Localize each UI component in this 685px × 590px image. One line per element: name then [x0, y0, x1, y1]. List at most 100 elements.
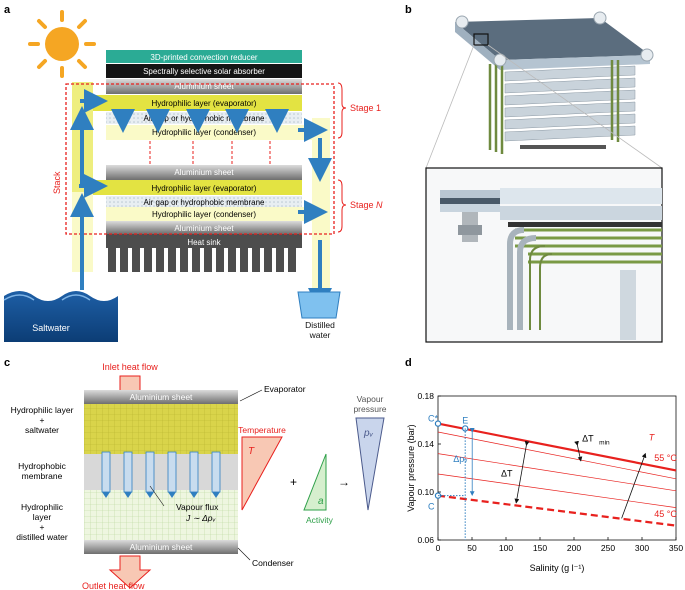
temperature-symbol: T [248, 446, 255, 457]
al-bottom-label: Aluminium sheet [130, 542, 193, 552]
outlet-heat-arrow [108, 555, 152, 589]
x-tick-label: 200 [567, 543, 581, 553]
point-label-e: E [462, 415, 468, 425]
heat-sink [106, 234, 302, 272]
flow-arrows [70, 89, 332, 312]
al1-label: Aluminium sheet [174, 82, 234, 91]
heatsink-label: Heat sink [187, 238, 221, 247]
aluminium-sheet-3 [106, 221, 302, 234]
x-tick-label: 0 [436, 543, 441, 553]
series-line-2 [437, 453, 677, 492]
left-label-3d: distilled water [16, 532, 68, 542]
x-axis-label: Salinity (g l⁻¹) [530, 563, 585, 573]
al3-label: Aluminium sheet [174, 224, 234, 233]
label-45C: 45 °C [654, 509, 677, 519]
evaporator-label: Evaporator [264, 384, 306, 394]
stack-label: Stack [52, 171, 62, 194]
left-label-2a: Hydrophobic [18, 461, 66, 471]
saltwater-label: Saltwater [32, 323, 70, 333]
left-label-1b: + [40, 415, 45, 425]
outlet-heat-label: Outlet heat flow [82, 581, 145, 590]
y-tick-label: 0.06 [417, 535, 434, 545]
panel-c: c Inlet heat flow Aluminium sheet Alumin… [4, 357, 387, 590]
stageN-label: Stage N [350, 200, 383, 210]
distilled-label-1: Distilled [305, 320, 335, 330]
condenser-label: Condenser [252, 558, 294, 568]
dTmin-subscript: min [599, 440, 610, 447]
x-tick-label: 250 [601, 543, 615, 553]
zoom-box [473, 33, 489, 46]
cond2-label: Hydrophilic layer (condenser) [152, 210, 256, 219]
left-label-3c: + [40, 522, 45, 532]
condenser-grid [84, 490, 238, 540]
dT-arrow [514, 440, 530, 504]
stageN-bracket [337, 179, 347, 233]
temperature-label: Temperature [238, 425, 286, 435]
evaporator-layer-2 [93, 180, 302, 195]
x-tick-label: 300 [635, 543, 649, 553]
series-line-1 [437, 431, 677, 480]
dTmin-arrow [574, 440, 583, 462]
aluminium-sheet-2 [106, 165, 302, 180]
dpv-label: Δpᵥ [453, 454, 467, 464]
inlet-heat-label: Inlet heat flow [102, 362, 158, 372]
left-label-2b: membrane [22, 471, 63, 481]
temperature-triangle [241, 436, 283, 511]
aluminium-sheet-1 [106, 79, 302, 94]
aluminium-sheet-bottom [84, 540, 238, 554]
gap1-label: Air gap or hydrophobic membrane [144, 114, 266, 123]
activity-triangle [303, 453, 327, 511]
evap2-label: Hydrophilic layer (evaporator) [152, 184, 257, 193]
air-gap-2 [106, 196, 302, 207]
series-line-3 [437, 473, 677, 508]
activity-label: Activity [306, 515, 334, 525]
vapour-pressure-label-2: pressure [353, 404, 386, 414]
left-label-1c: saltwater [25, 425, 59, 435]
distilled-label-2: water [309, 330, 331, 340]
y-axis-label: Vapour pressure (bar) [406, 424, 416, 511]
plot-frame [437, 395, 677, 541]
series-line-4 [437, 494, 677, 527]
left-label-3a: Hydrophilic [21, 502, 64, 512]
panel-b: b [405, 4, 663, 343]
point-label-c: C [428, 502, 435, 512]
cond1-label: Hydrophilic layer (condenser) [152, 128, 256, 137]
x-tick-label: 150 [533, 543, 547, 553]
vapour-pressure-triangle [355, 417, 385, 511]
condenser-layer-2 [106, 207, 330, 221]
x-tick-label: 50 [467, 543, 477, 553]
T-label: T [649, 432, 656, 442]
activity-symbol: a [318, 496, 324, 507]
vapour-pressure-chart: Vapour pressure (bar) Salinity (g l⁻¹) 0… [406, 391, 683, 573]
vapour-flux-pores [101, 451, 221, 498]
x-tick-label: 100 [499, 543, 513, 553]
dT-label: ΔT [501, 468, 513, 478]
y-tick-label: 0.14 [417, 439, 434, 449]
y-tick-label: 0.10 [417, 487, 434, 497]
arrow-sign: → [338, 475, 350, 489]
stack-box [65, 83, 335, 235]
panel-c-label: c [4, 357, 10, 369]
panel-d: d Vapour pressure (bar) Salinity (g l⁻¹)… [405, 357, 683, 573]
device-render [455, 11, 654, 154]
left-label-3b: layer [33, 512, 52, 522]
label-55C: 55 °C [654, 453, 677, 463]
stage1-label: Stage 1 [350, 103, 381, 113]
series-line-0 [437, 422, 677, 472]
al-top-label: Aluminium sheet [130, 392, 193, 402]
evaporator-grid [84, 404, 238, 454]
convection-reducer [106, 50, 302, 63]
gap2-label: Air gap or hydrophobic membrane [144, 198, 266, 207]
evaporator-layer-1 [93, 95, 302, 111]
left-label-1a: Hydrophilic layer [11, 405, 74, 415]
T-arrow [621, 452, 647, 519]
solar-absorber [106, 64, 302, 78]
evap1-label: Hydrophilic layer (evaporator) [152, 99, 257, 108]
flux-relation: J ∼ Δpᵥ [185, 513, 217, 523]
x-tick-label: 350 [669, 543, 683, 553]
inset-detail [440, 188, 662, 340]
pv-symbol: pᵥ [363, 428, 374, 439]
absorber-label: Spectrally selective solar absorber [143, 67, 265, 76]
point-0 [434, 420, 442, 427]
sun-icon [28, 10, 96, 78]
